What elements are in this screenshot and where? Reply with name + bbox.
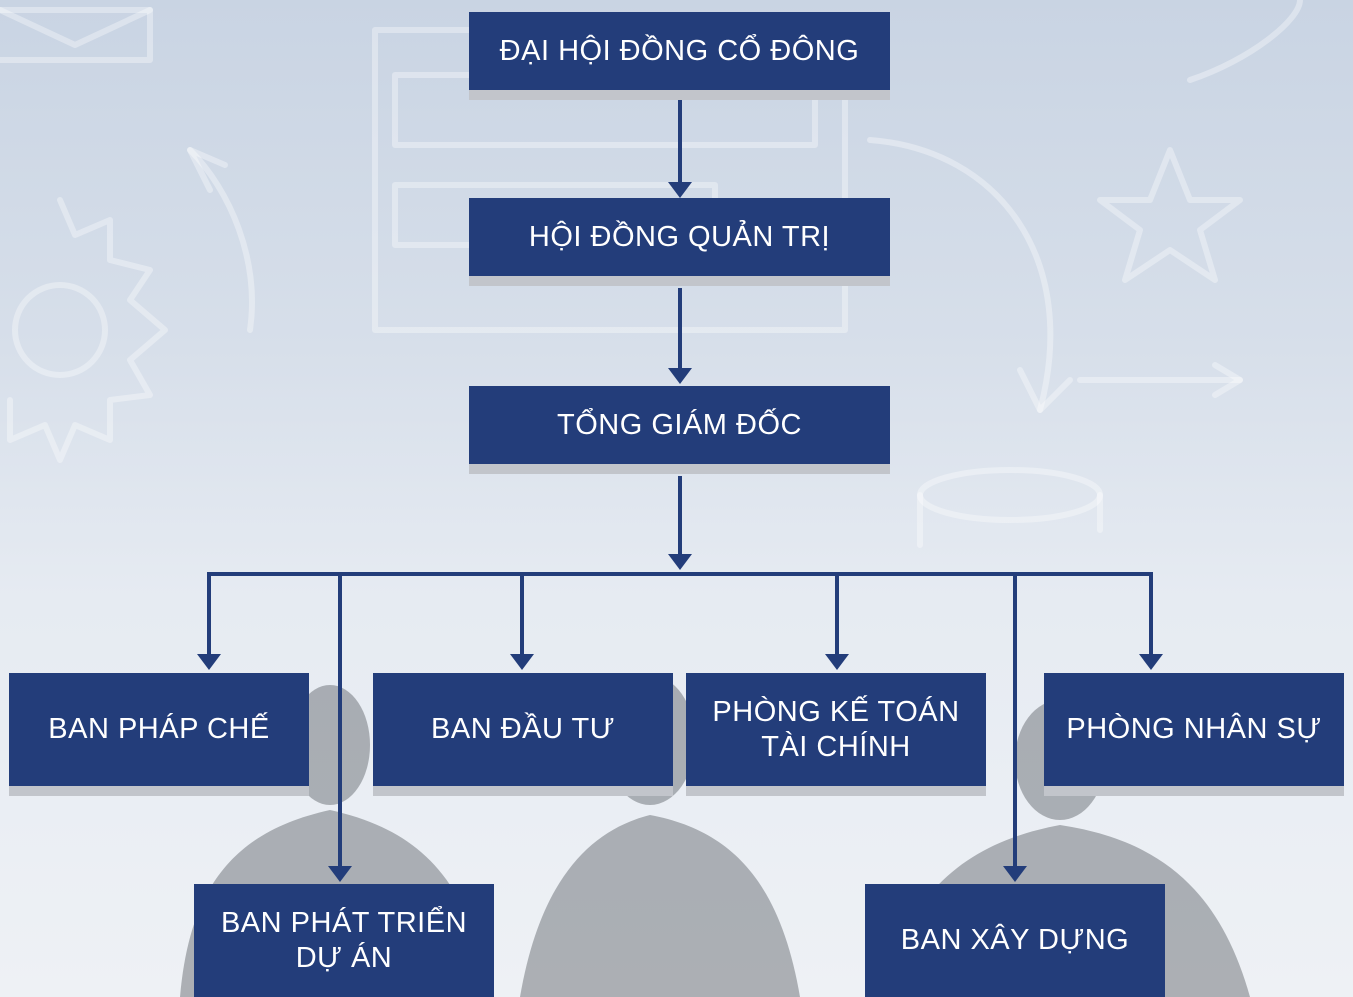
node-board: HỘI ĐỒNG QUẢN TRỊ — [469, 198, 890, 276]
arrowhead-accounting — [825, 654, 849, 670]
arrowhead-hr — [1139, 654, 1163, 670]
arrowhead-ceo — [668, 368, 692, 384]
node-investment: BAN ĐẦU TƯ — [373, 673, 673, 786]
arrowhead-investment — [510, 654, 534, 670]
arrowhead-board — [668, 182, 692, 198]
arrowhead-bus — [668, 554, 692, 570]
arrowhead-construction — [1003, 866, 1027, 882]
node-ceo: TỔNG GIÁM ĐỐC — [469, 386, 890, 464]
arrowhead-project-dev — [328, 866, 352, 882]
node-construction: BAN XÂY DỰNG — [865, 884, 1165, 997]
node-accounting: PHÒNG KẾ TOÁN TÀI CHÍNH — [686, 673, 986, 786]
node-shareholders: ĐẠI HỘI ĐỒNG CỔ ĐÔNG — [469, 12, 890, 90]
node-project-dev: BAN PHÁT TRIỂN DỰ ÁN — [194, 884, 494, 997]
node-legal: BAN PHÁP CHẾ — [9, 673, 309, 786]
node-hr: PHÒNG NHÂN SỰ — [1044, 673, 1344, 786]
arrowhead-legal — [197, 654, 221, 670]
